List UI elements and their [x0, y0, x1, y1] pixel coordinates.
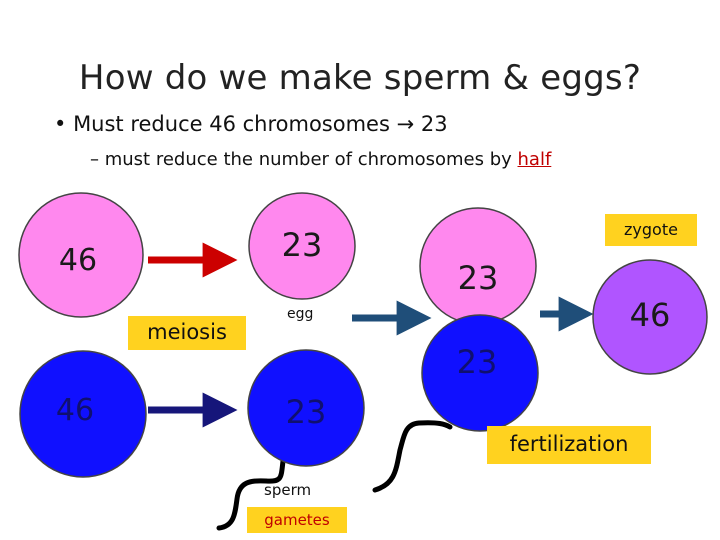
parent-cell-top	[18, 192, 144, 318]
bullet-value: 23	[420, 112, 448, 136]
zygote-cell	[592, 259, 708, 375]
sub-bullet-half: – must reduce the number of chromosomes …	[90, 149, 551, 170]
bullet-text: Must reduce 46 chromosomes	[73, 112, 397, 136]
fertilization-label: fertilization	[487, 426, 651, 464]
sperm-count: 23	[286, 393, 327, 431]
meiosis-label: meiosis	[128, 316, 246, 350]
bullet-marker: •	[54, 112, 74, 136]
zygote-label: zygote	[605, 214, 697, 246]
fert-egg-count: 23	[458, 259, 499, 297]
sperm-tail-fertilizing	[372, 420, 453, 493]
parent-bottom-count: 46	[56, 393, 94, 428]
half-emphasis: half	[517, 149, 552, 170]
slide-title: How do we make sperm & eggs?	[78, 58, 642, 98]
sub-bullet-text: must reduce the number of chromosomes by	[104, 149, 518, 170]
fert-sperm-count: 23	[457, 343, 498, 381]
sperm-cell	[247, 349, 365, 467]
right-arrow-icon: →	[396, 112, 421, 136]
parent-cell-bottom	[19, 350, 147, 478]
egg-count: 23	[282, 226, 323, 264]
gametes-label: gametes	[247, 507, 347, 533]
fertilizing-sperm	[421, 314, 539, 432]
egg-cell	[248, 192, 356, 300]
dash-marker: –	[90, 149, 105, 170]
parent-top-count: 46	[59, 243, 97, 278]
sperm-label: sperm	[264, 481, 312, 499]
egg-label: egg	[287, 306, 314, 322]
zygote-count: 46	[630, 296, 671, 334]
bullet-reduce-chromosomes: • Must reduce 46 chromosomes → 23	[54, 112, 448, 136]
sperm-tail-gamete	[216, 458, 286, 531]
